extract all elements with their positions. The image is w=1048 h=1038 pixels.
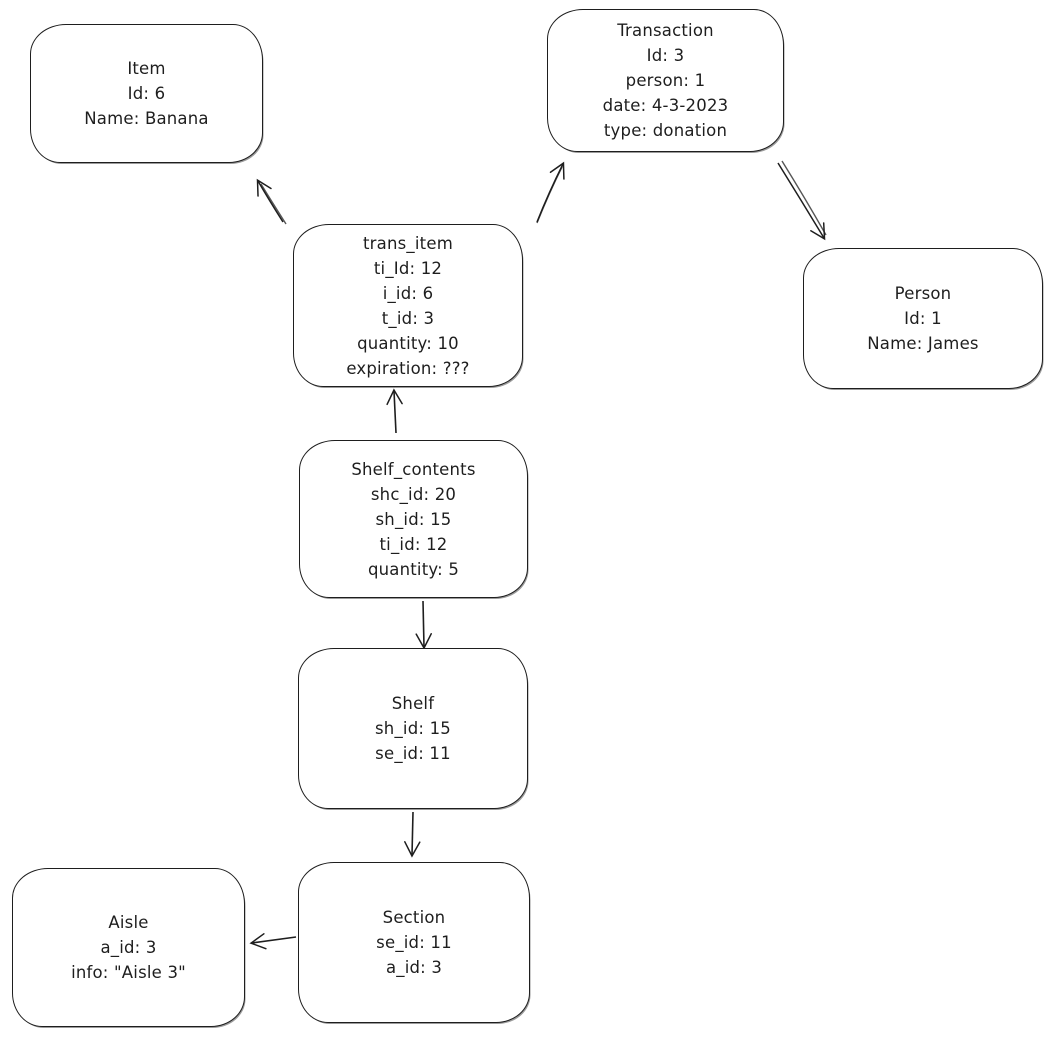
node-shelf-contents-field: sh_id: 15 [375, 509, 452, 529]
node-person-field: Id: 1 [904, 309, 942, 328]
arrow-trans-item-to-item [256, 178, 287, 225]
node-person: Person Id: 1 Name: James [803, 248, 1043, 389]
node-transaction-field: type: donation [603, 121, 728, 140]
node-aisle-field: a_id: 3 [100, 938, 157, 957]
node-trans-item-field: t_id: 3 [381, 308, 435, 328]
node-item: Item Id: 6 Name: Banana [30, 24, 263, 163]
node-item-title: Item [127, 59, 166, 78]
node-transaction: Transaction Id: 3 person: 1 date: 4-3-20… [547, 9, 784, 152]
node-trans-item-field: i_id: 6 [382, 283, 434, 303]
node-shelf: Shelf sh_id: 15 se_id: 11 [298, 648, 528, 809]
node-trans-item-field: quantity: 10 [357, 333, 459, 353]
node-shelf-contents-field: shc_id: 20 [370, 484, 457, 504]
arrow-shelf-contents-to-trans-item [386, 388, 403, 434]
node-shelf-contents-field: quantity: 5 [367, 559, 460, 579]
arrow-trans-item-to-transaction [536, 161, 565, 224]
node-aisle: Aisle a_id: 3 info: "Aisle 3" [12, 868, 245, 1027]
node-transaction-field: Id: 3 [646, 46, 685, 65]
node-section: Section se_id: 11 a_id: 3 [298, 862, 530, 1023]
node-shelf-contents: Shelf_contents shc_id: 20 sh_id: 15 ti_i… [299, 440, 528, 598]
node-item-field: Id: 6 [127, 84, 166, 103]
node-aisle-title: Aisle [108, 913, 149, 932]
node-shelf-title: Shelf [391, 694, 435, 713]
node-aisle-field: info: "Aisle 3" [71, 963, 186, 982]
node-section-title: Section [382, 908, 446, 927]
arrow-shelf-contents-to-shelf [415, 600, 432, 650]
node-shelf-contents-field: ti_id: 12 [379, 534, 448, 554]
node-trans-item-field: expiration: ??? [346, 358, 470, 378]
node-trans-item-field: ti_Id: 12 [373, 258, 443, 278]
node-trans-item-title: trans_item [363, 233, 453, 253]
arrow-transaction-to-person [777, 160, 827, 241]
node-transaction-field: person: 1 [625, 71, 706, 90]
arrow-section-to-aisle [249, 933, 297, 950]
node-shelf-field: sh_id: 15 [375, 719, 451, 738]
node-item-field: Name: Banana [84, 109, 209, 128]
arrow-shelf-to-section [404, 811, 421, 858]
node-section-field: a_id: 3 [385, 958, 443, 977]
node-transaction-title: Transaction [617, 21, 714, 40]
node-transaction-field: date: 4-3-2023 [602, 96, 729, 115]
node-person-field: Name: James [867, 334, 979, 353]
node-shelf-contents-title: Shelf_contents [351, 459, 476, 479]
node-person-title: Person [894, 284, 952, 303]
node-section-field: se_id: 11 [376, 933, 452, 952]
node-trans-item: trans_item ti_Id: 12 i_id: 6 t_id: 3 qua… [293, 224, 523, 387]
node-shelf-field: se_id: 11 [375, 744, 451, 763]
